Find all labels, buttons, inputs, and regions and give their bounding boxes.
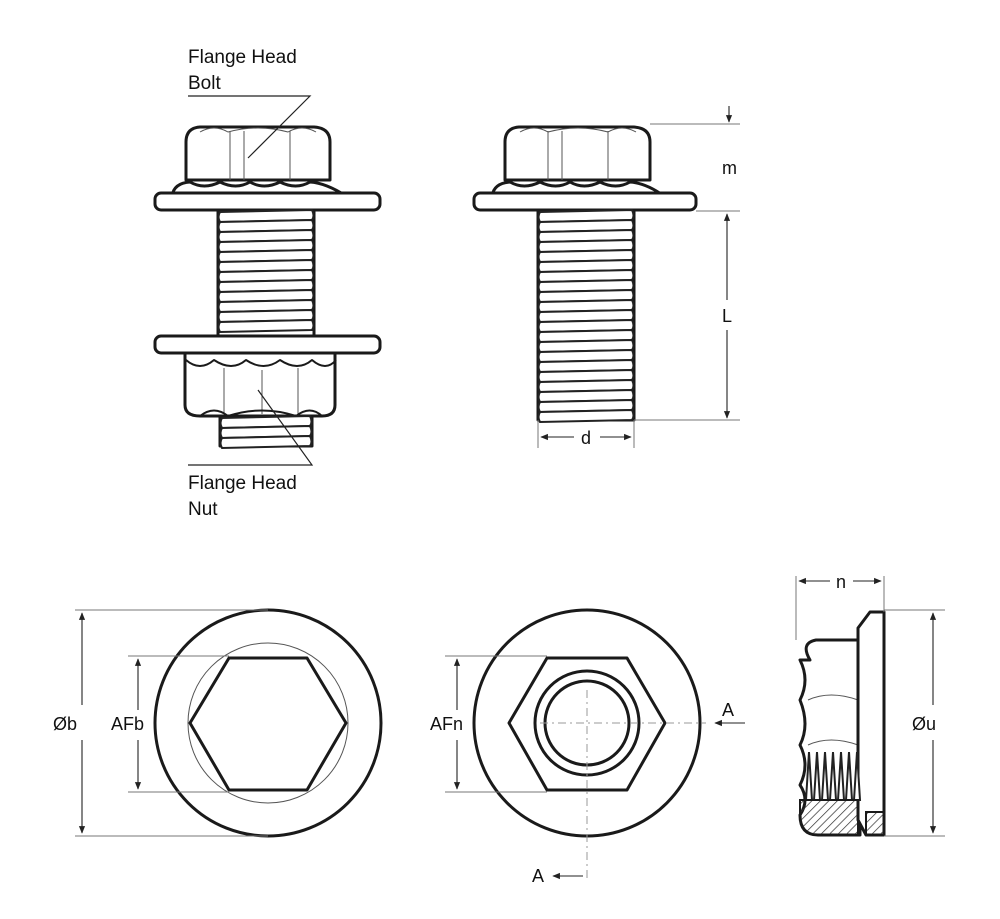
- nut-leader-line: [188, 389, 314, 466]
- dim-m: m: [722, 158, 737, 178]
- nut-body: [183, 351, 337, 418]
- nut-top-view: [472, 608, 706, 878]
- bolt-top-view: [153, 608, 383, 838]
- dim-n: n: [836, 572, 846, 592]
- bolt-nut-assembly: [153, 125, 382, 450]
- thread-ridge: [537, 408, 635, 424]
- nut-section-view: [798, 610, 886, 837]
- bolt-flange: [153, 191, 382, 212]
- nut-section-dimensions: [795, 576, 945, 837]
- thread-ridge: [219, 434, 313, 450]
- dim-Ob: Øb: [53, 714, 77, 734]
- bolt-label-line1: Flange Head: [188, 47, 297, 68]
- dim-d: d: [581, 428, 591, 448]
- bolt-dimensions: [537, 106, 740, 448]
- dim-AFb: AFb: [111, 714, 144, 734]
- bolt-leader-line: [188, 95, 312, 159]
- nut-top-dimensions: [445, 655, 745, 880]
- dim-L: L: [722, 306, 732, 326]
- nut-label-line1: Flange Head: [188, 473, 297, 494]
- dim-Ou: Øu: [912, 714, 936, 734]
- dim-AFn: AFn: [430, 714, 463, 734]
- bolt-side-view: [472, 125, 698, 424]
- thread-ridge: [217, 318, 315, 334]
- section-A-right: A: [722, 700, 734, 720]
- nut-label-line2: Nut: [188, 499, 218, 520]
- bolt-top-dimensions: [75, 609, 268, 837]
- bolt-head: [184, 125, 332, 182]
- nut-flange: [153, 334, 382, 355]
- section-A-bottom: A: [532, 866, 544, 886]
- bolt-label-line2: Bolt: [188, 73, 221, 94]
